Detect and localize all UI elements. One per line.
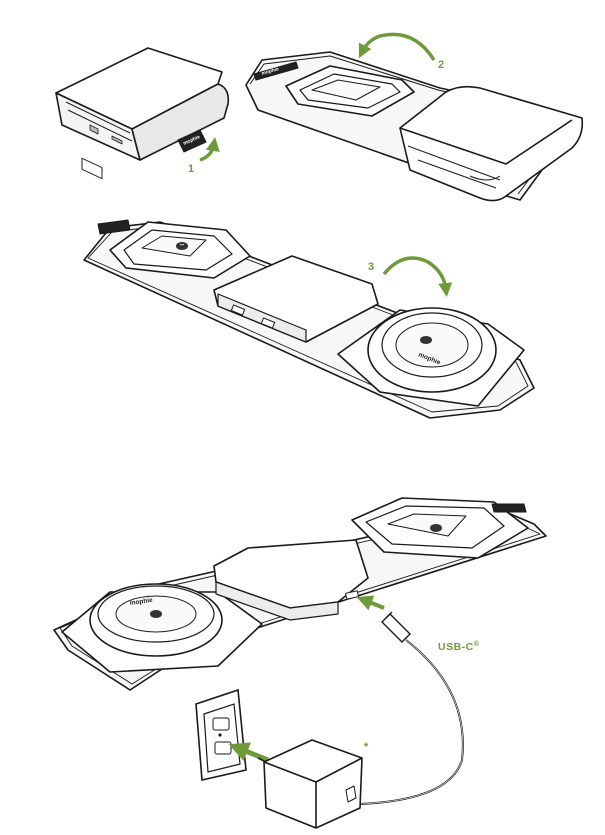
unfolded-charger-top xyxy=(83,221,535,419)
curved-arrow-1 xyxy=(199,137,220,162)
curved-arrow-2 xyxy=(358,32,436,61)
wall-outlet xyxy=(195,688,247,781)
adapter-asterisk: * xyxy=(364,741,369,753)
unfolding-charger xyxy=(245,51,584,202)
unfolded-charger-bottom xyxy=(53,497,547,691)
wireless-charging-icon-4 xyxy=(430,524,442,532)
step-1-number: 1 xyxy=(188,163,194,175)
power-adapter xyxy=(257,739,363,829)
brand-tab-3 xyxy=(97,219,131,235)
straight-arrow-outlet xyxy=(228,742,269,763)
brand-label-4: mophie xyxy=(129,597,153,607)
brand-tab: mophie xyxy=(177,129,207,153)
step-2-number: 2 xyxy=(438,59,444,71)
usb-c-cable xyxy=(359,639,464,805)
brand-tab-2: mophie xyxy=(253,61,299,81)
straight-arrow-usb xyxy=(356,595,385,611)
wireless-charging-icon-1 xyxy=(176,242,188,250)
usb-c-connector xyxy=(381,611,411,643)
brand-tab-4 xyxy=(491,503,527,513)
usb-c-label: USB-C® xyxy=(438,640,480,653)
folded-charger xyxy=(55,47,230,180)
wireless-charging-icon-3: mophie xyxy=(129,597,162,618)
step-3-number: 3 xyxy=(368,261,374,273)
curved-arrow-3 xyxy=(382,256,453,297)
brand-label-2: mophie xyxy=(261,66,280,77)
